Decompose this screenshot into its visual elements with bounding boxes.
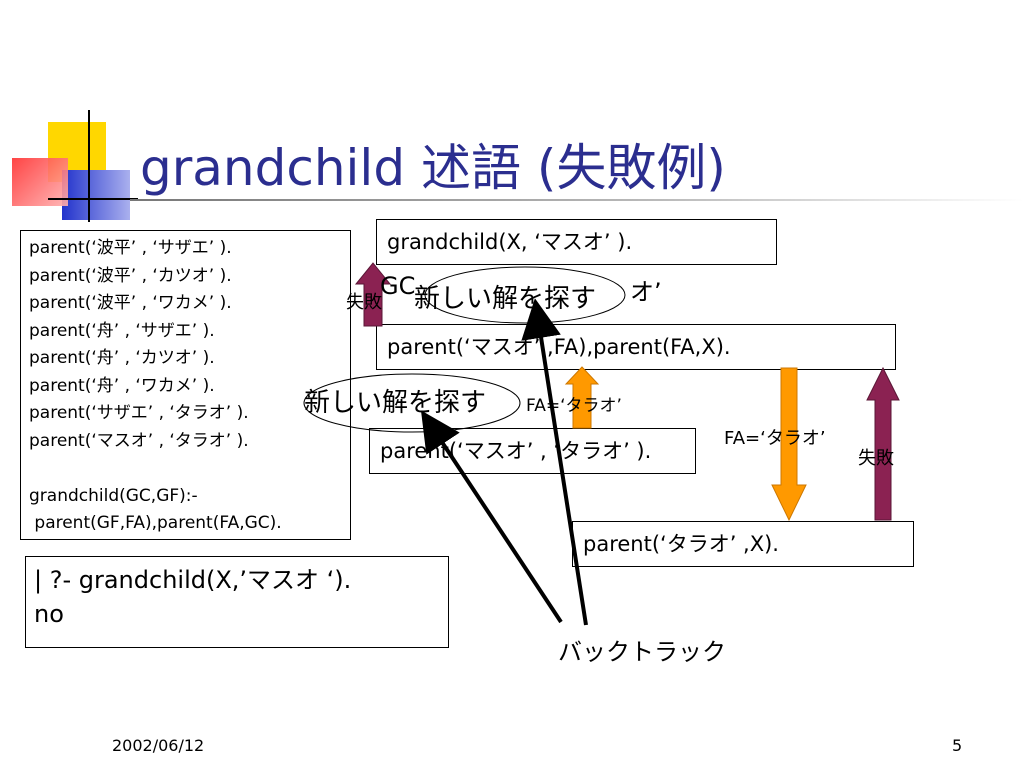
title-underline: [130, 199, 1024, 201]
bind-arrow-down: [771, 367, 807, 522]
ellipse-new-solution-left: [303, 373, 521, 433]
logo-blue-square: [62, 170, 130, 220]
fact-line: parent(‘波平’ , ‘カツオ’ ).: [29, 265, 232, 286]
goal-gc-suffix-wrap: オ’: [630, 272, 662, 307]
backtrack-arrow-2: [420, 410, 563, 624]
query-line: | ?- grandchild(X,’マスオ ‘).: [34, 566, 352, 594]
goal-parent-chain: parent(‘マスオ’ ,FA),parent(FA,X).: [376, 324, 896, 370]
fact-line: parent(‘舟’ , ‘カツオ’ ).: [29, 348, 215, 368]
goal-gc-fragment: GC: [380, 272, 415, 300]
fact-line: parent(‘舟’ , ‘ワカメ’ ).: [29, 375, 215, 396]
fact-line: parent(‘マスオ’ , ‘タラオ’ ).: [29, 430, 249, 451]
goal-parent-tarao-x-text: parent(‘タラオ’ ,X).: [583, 532, 779, 556]
facts-box: parent(‘波平’ , ‘サザエ’ ). parent(‘波平’ , ‘カツ…: [20, 230, 351, 540]
query-box: | ?- grandchild(X,’マスオ ‘). no: [25, 556, 449, 648]
logo-horizontal-line: [48, 198, 138, 200]
query-result: no: [34, 600, 64, 628]
fail-label-left: 失敗: [346, 292, 382, 313]
goal-parent-tarao-x: parent(‘タラオ’ ,X).: [572, 521, 914, 567]
rule-body-line: parent(GF,FA),parent(FA,GC).: [29, 513, 282, 533]
fact-line: parent(‘波平’ , ‘ワカメ’ ).: [29, 293, 232, 313]
bind-arrow-small: [564, 366, 600, 429]
goal-grandchild-text: grandchild(X, ‘マスオ’ ).: [387, 230, 633, 254]
new-solution-label-top: 新しい解を探す: [414, 284, 597, 314]
new-solution-label-left: 新しい解を探す: [304, 388, 487, 418]
backtrack-arrow-1: [521, 298, 588, 626]
slide-title: grandchild 述語 (失敗例): [140, 139, 726, 197]
backtrack-label: バックトラック: [558, 638, 726, 666]
goal-grandchild: grandchild(X, ‘マスオ’ ).: [376, 219, 777, 265]
goal-gc-suffix: オ’: [630, 278, 662, 306]
fact-line: parent(‘波平’ , ‘サザエ’ ).: [29, 238, 232, 258]
fail-label-right: 失敗: [858, 448, 894, 469]
goal-gc-prefix: GC: [380, 272, 416, 300]
footer-date: 2002/06/12: [112, 736, 205, 755]
logo-vertical-line: [88, 110, 90, 222]
binding-label-right: FA=‘タラオ’: [724, 428, 826, 449]
fail-arrow-left: [354, 262, 392, 327]
binding-label-small: FA=‘タラオ’: [526, 396, 622, 416]
rule-head-line: grandchild(GC,GF):-: [29, 485, 198, 506]
fact-line: parent(‘サザエ’ , ‘タラオ’ ).: [29, 403, 249, 423]
page-number: 5: [952, 736, 963, 755]
logo-decoration: [0, 110, 140, 230]
fail-arrow-right: [866, 366, 900, 521]
fact-line: parent(‘舟’ , ‘サザエ’ ).: [29, 320, 215, 341]
